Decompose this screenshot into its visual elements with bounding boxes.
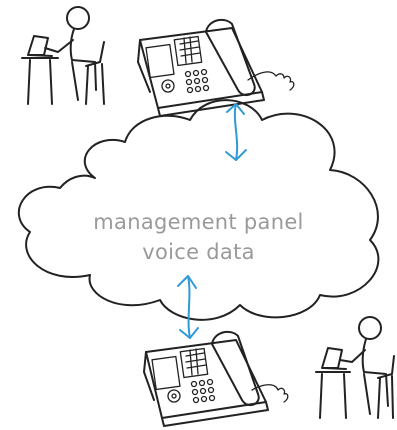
desk-phone-icon — [137, 18, 295, 117]
bidirectional-arrow-icon — [177, 275, 199, 339]
cloud-label-management-panel: management panel — [93, 210, 304, 234]
cloud-icon — [17, 99, 380, 321]
cloud-label-voice-data: voice data — [142, 240, 255, 264]
person-at-desk-icon — [315, 316, 395, 419]
person-at-desk-icon — [21, 6, 105, 105]
bidirectional-arrow-icon — [225, 103, 247, 161]
desk-phone-icon — [143, 330, 289, 427]
